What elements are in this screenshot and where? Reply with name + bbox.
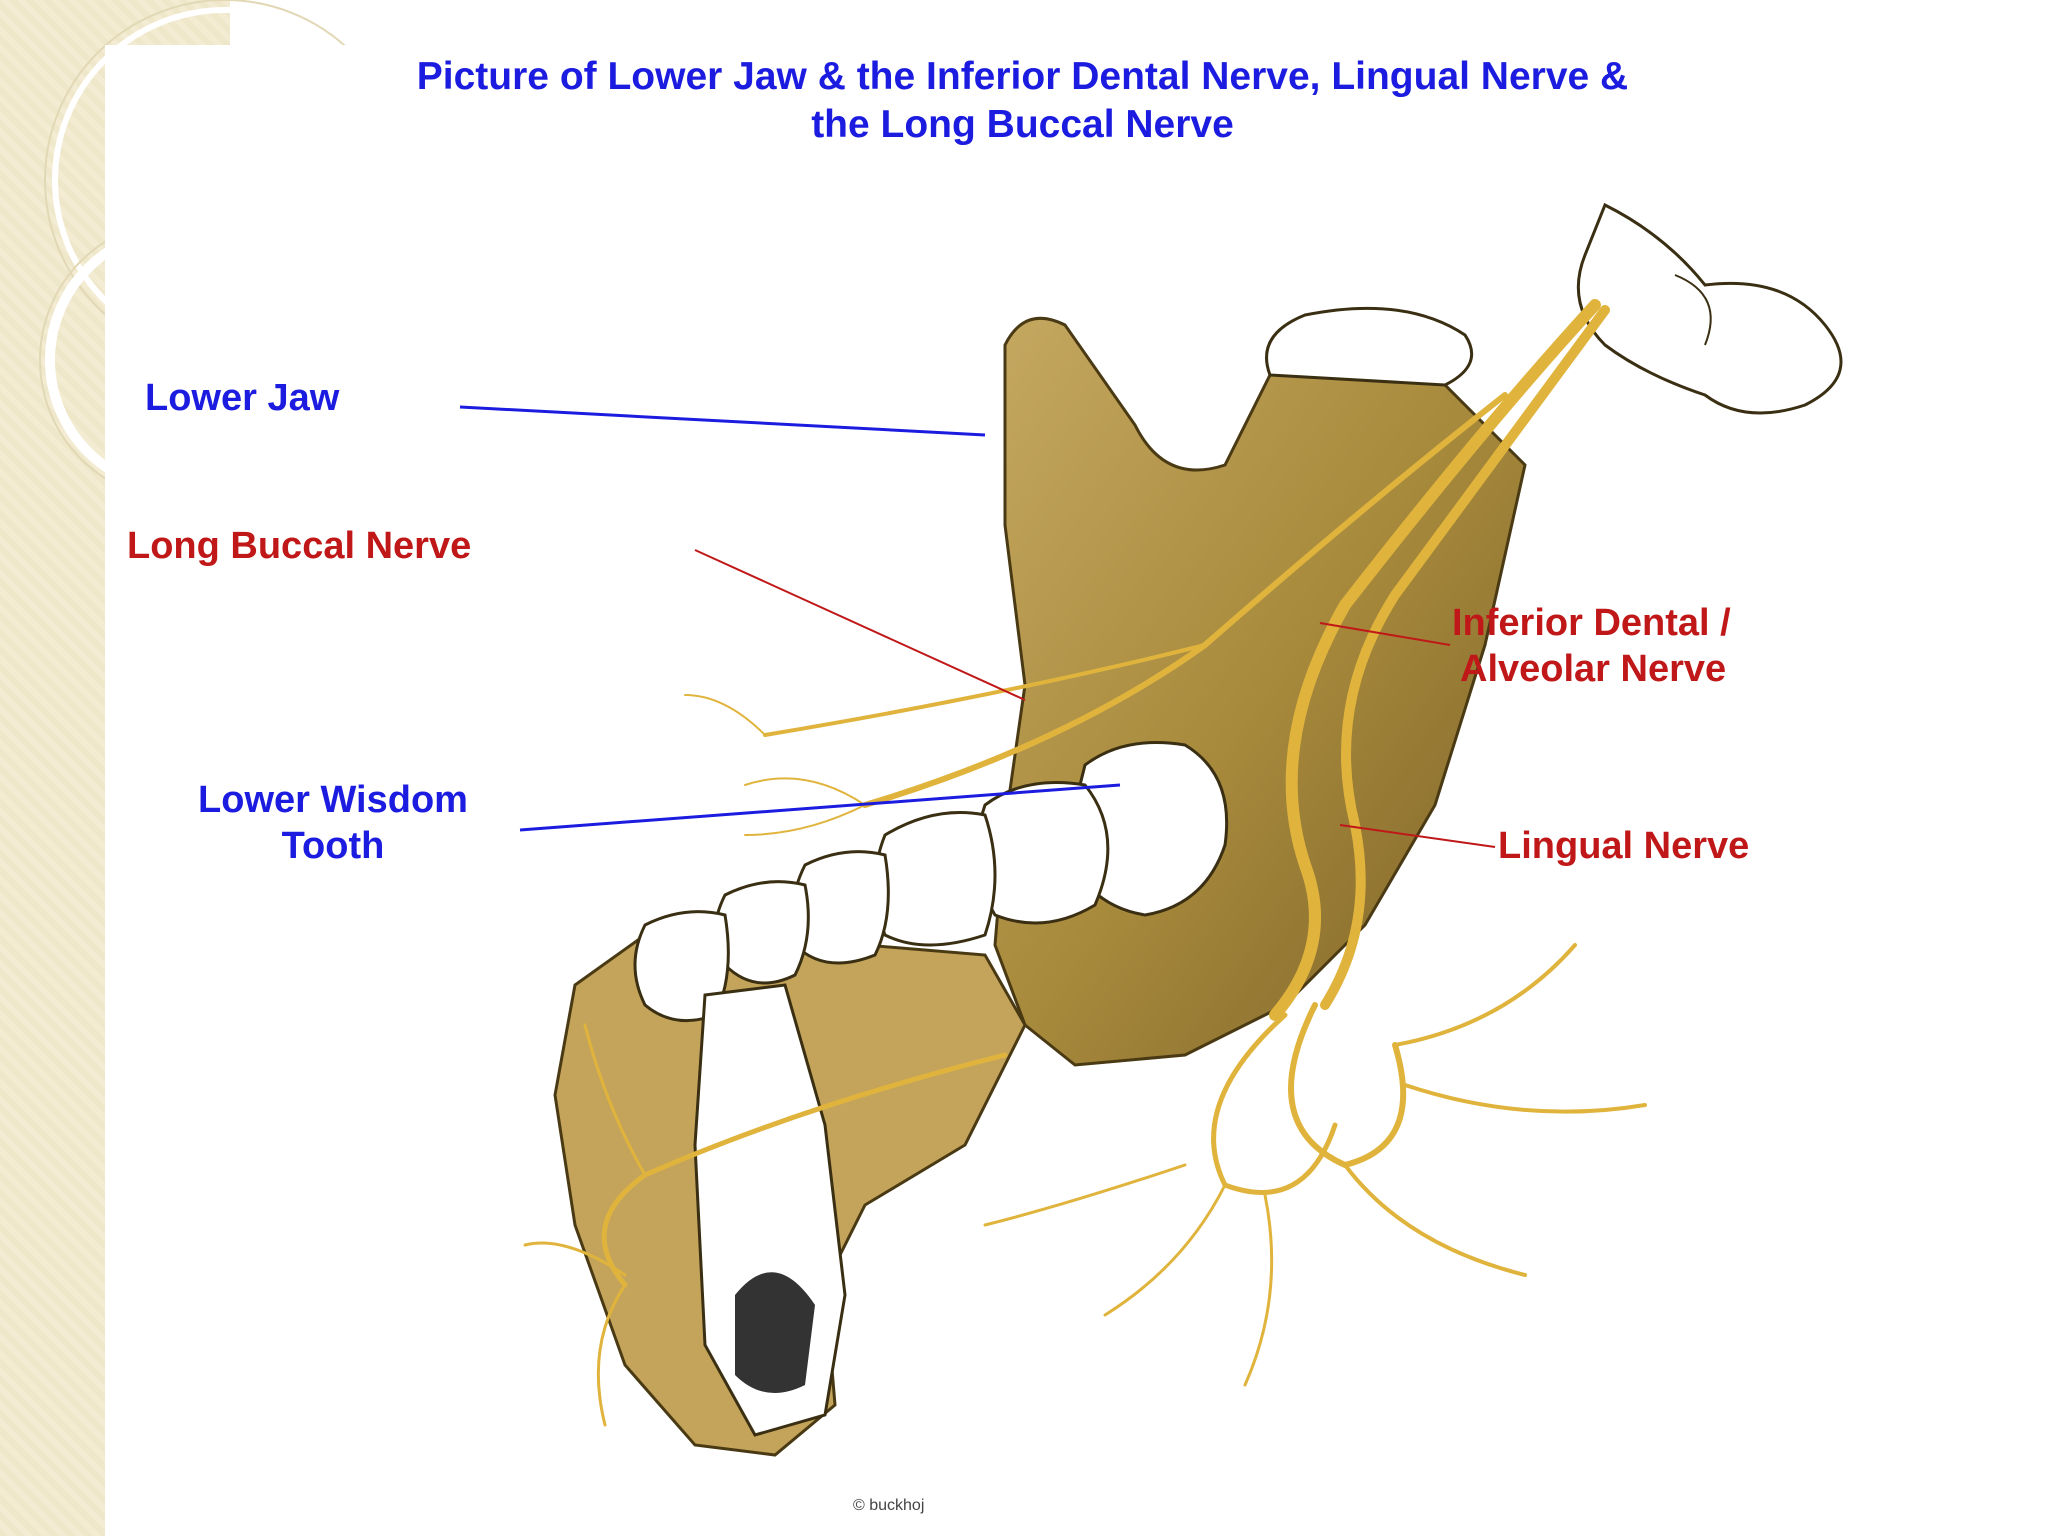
figure-panel: Picture of Lower Jaw & the Inferior Dent… <box>105 45 1940 1536</box>
lingual-loop-1 <box>1288 1002 1407 1169</box>
teeth-row <box>633 741 1229 1023</box>
condyle-head <box>1265 306 1474 387</box>
ramus-coronoid <box>993 316 1527 1067</box>
label-lower-wisdom-tooth: Lower Wisdom Tooth <box>123 777 543 869</box>
leader-lower-wisdom-tooth <box>519 783 1121 832</box>
tooth-molar-2 <box>975 781 1110 925</box>
leader-lines <box>459 405 1496 848</box>
leader-inferior-dental-nerve <box>1319 622 1451 646</box>
lower-branches <box>983 1163 1274 1387</box>
label-inferior-dental-line-1: Inferior Dental / <box>1452 602 1731 644</box>
leader-lingual-nerve <box>1339 824 1496 848</box>
nerves <box>523 299 1647 1427</box>
tooth-molar-1 <box>873 811 997 947</box>
jaw-cross-section <box>693 983 847 1437</box>
illustrator-credit: © buckhoj <box>853 1497 925 1514</box>
figure-title-line-2: the Long Buccal Nerve <box>811 103 1234 146</box>
mental-nerve <box>601 1052 1008 1288</box>
inferior-dental-nerve-trunk <box>1269 299 1601 1021</box>
lingual-branches-right <box>1343 943 1647 1277</box>
label-inferior-dental-line-2: Alveolar Nerve <box>1460 648 1727 690</box>
lingual-nerve-trunk <box>1320 305 1610 1010</box>
front-nerve-branches <box>523 1023 647 1427</box>
trabecular-bone <box>735 1272 815 1393</box>
leader-lower-jaw <box>459 405 986 437</box>
figure-title-line-1: Picture of Lower Jaw & the Inferior Dent… <box>416 55 1629 98</box>
label-lower-wisdom-line-2: Tooth <box>281 825 385 867</box>
jaw-nerve-illustration <box>459 202 1843 1457</box>
label-long-buccal-nerve: Long Buccal Nerve <box>127 525 472 567</box>
label-lower-wisdom-line-1: Lower Wisdom <box>198 779 468 821</box>
label-lower-jaw: Lower Jaw <box>145 377 340 419</box>
leader-long-buccal-nerve <box>694 549 1026 701</box>
lingual-loop-2 <box>1211 1012 1338 1195</box>
label-lingual-nerve: Lingual Nerve <box>1498 825 1750 867</box>
buccal-fine-branches <box>684 694 866 836</box>
long-buccal-branch <box>763 643 1207 737</box>
label-inferior-dental-nerve: Inferior Dental / Alveolar Nerve <box>1452 600 1731 692</box>
